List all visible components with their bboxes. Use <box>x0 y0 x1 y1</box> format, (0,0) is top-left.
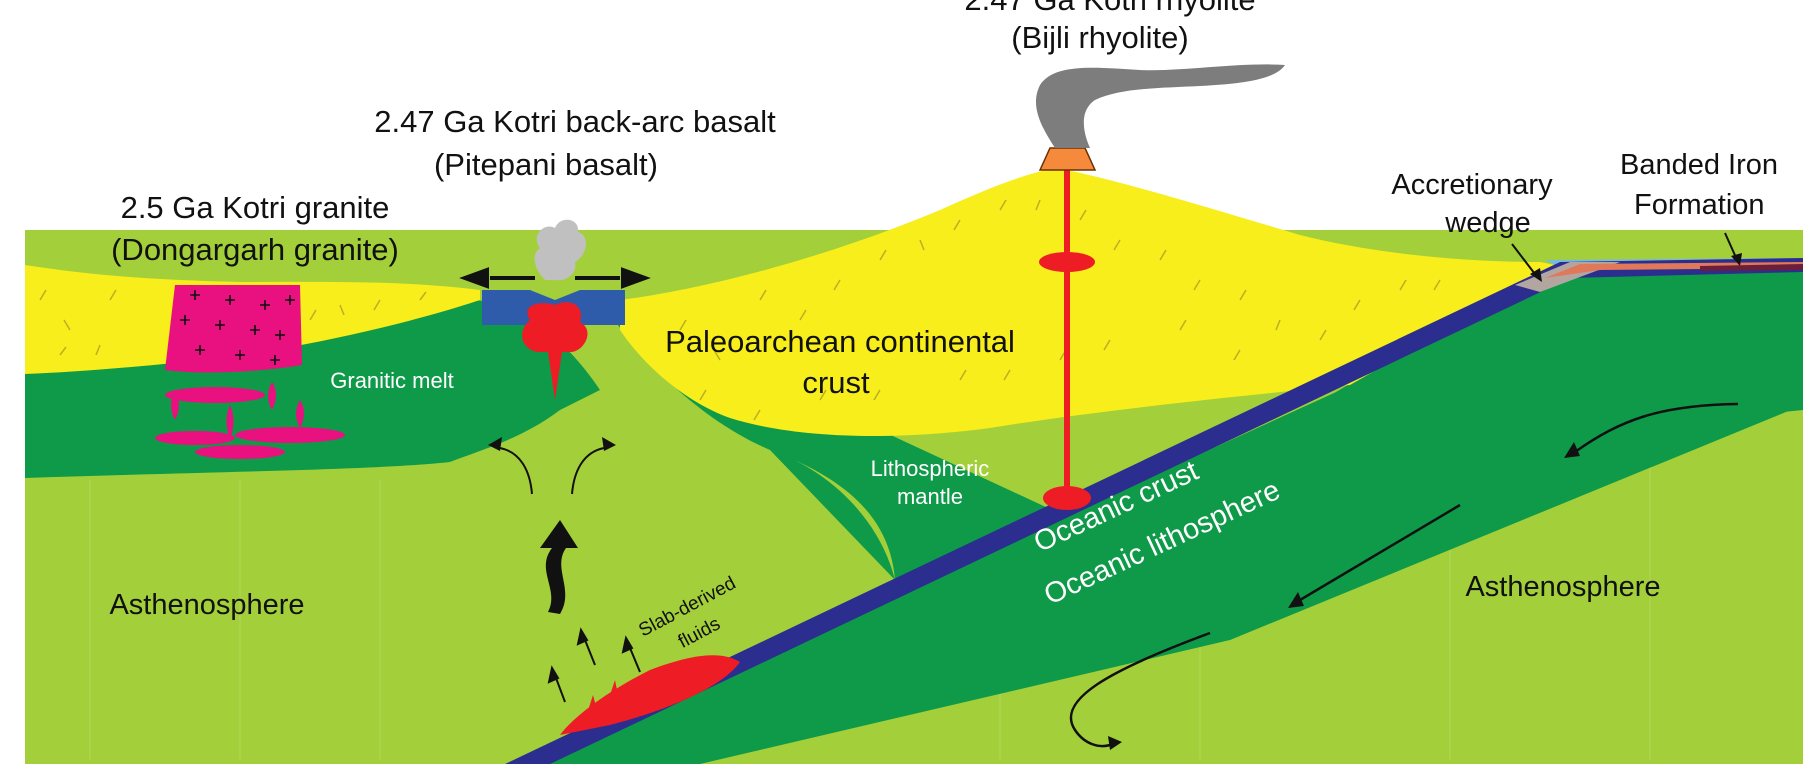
basalt-melt <box>522 302 588 400</box>
bif-dark-layer <box>1700 264 1803 271</box>
rhyolite-title: 2.47 Ga Kotri rhyolite <box>964 0 1255 17</box>
divergent-arrows <box>499 447 605 495</box>
slab-fluid-spikes <box>585 680 621 725</box>
continental-crust-main <box>620 168 1570 437</box>
granite-body <box>165 285 302 373</box>
leader-arrowheads <box>1530 253 1742 282</box>
fluid-arrows <box>547 627 641 703</box>
accretionary-label-2: wedge <box>1444 207 1530 239</box>
volcanic-plume <box>1035 64 1285 148</box>
granitic-melt-label: Granitic melt <box>330 368 453 393</box>
rhyolite-subtitle: (Bijli rhyolite) <box>1011 20 1188 55</box>
oceanic-lithosphere-slab <box>520 275 1803 764</box>
continental-crust-label-2: crust <box>802 365 870 400</box>
mantle-flow-arrows <box>1069 402 1739 748</box>
rhyolite-sill-lower <box>1043 486 1091 510</box>
extension-arrows <box>459 267 651 289</box>
upwelling-arrow <box>540 520 578 614</box>
lithospheric-mantle-label-2: mantle <box>897 484 963 509</box>
bif-label-2: Formation <box>1634 189 1765 221</box>
lithospheric-mantle-label-1: Lithospheric <box>871 456 990 481</box>
asthenosphere-left-label: Asthenosphere <box>109 589 304 621</box>
basalt-subtitle: (Pitepani basalt) <box>434 147 658 182</box>
bif-label-1: Banded Iron <box>1620 149 1778 181</box>
rhyolite-sill-upper <box>1039 252 1095 272</box>
volcanic-vent <box>1038 147 1097 171</box>
granitic-melt-blobs <box>155 382 345 459</box>
granite-title: 2.5 Ga Kotri granite <box>121 190 390 225</box>
accretionary-label-1: Accretionary <box>1391 169 1553 201</box>
slab-fluid-melt <box>560 655 740 735</box>
asthenosphere-right-label: Asthenosphere <box>1465 571 1660 603</box>
mantle-flow-arrowheads <box>1108 442 1580 750</box>
continental-crust-label-1: Paleoarchean continental <box>665 324 1015 359</box>
basalt-steam <box>534 219 586 281</box>
divergent-arrowheads <box>488 437 616 451</box>
granite-crosses <box>180 290 295 365</box>
granite-subtitle: (Dongargarh granite) <box>111 232 399 267</box>
basalt-title: 2.47 Ga Kotri back-arc basalt <box>374 104 776 139</box>
